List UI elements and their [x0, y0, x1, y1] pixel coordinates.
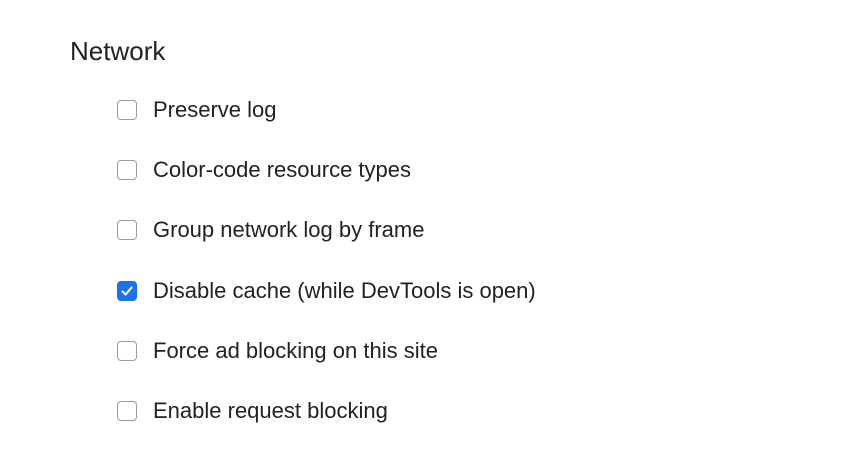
enable-request-blocking-label: Enable request blocking	[153, 398, 388, 423]
option-disable-cache[interactable]: Disable cache (while DevTools is open)	[117, 277, 536, 305]
preserve-log-label: Preserve log	[153, 97, 277, 122]
enable-request-blocking-checkbox[interactable]	[117, 401, 137, 421]
disable-cache-checkbox[interactable]	[117, 281, 137, 301]
group-network-log-by-frame-label: Group network log by frame	[153, 217, 425, 242]
force-ad-blocking-checkbox[interactable]	[117, 341, 137, 361]
option-enable-request-blocking[interactable]: Enable request blocking	[117, 397, 388, 425]
option-force-ad-blocking[interactable]: Force ad blocking on this site	[117, 337, 438, 365]
disable-cache-label: Disable cache (while DevTools is open)	[153, 278, 536, 303]
color-code-resource-types-checkbox[interactable]	[117, 160, 137, 180]
color-code-resource-types-label: Color-code resource types	[153, 157, 412, 182]
option-color-code-resource-types[interactable]: Color-code resource types	[117, 156, 411, 184]
preserve-log-checkbox[interactable]	[117, 100, 137, 120]
option-group-network-log-by-frame[interactable]: Group network log by frame	[117, 216, 424, 244]
group-network-log-by-frame-checkbox[interactable]	[117, 220, 137, 240]
force-ad-blocking-label: Force ad blocking on this site	[153, 338, 438, 363]
check-icon	[121, 286, 133, 296]
option-preserve-log[interactable]: Preserve log	[117, 96, 277, 124]
section-title-network: Network	[70, 36, 166, 66]
